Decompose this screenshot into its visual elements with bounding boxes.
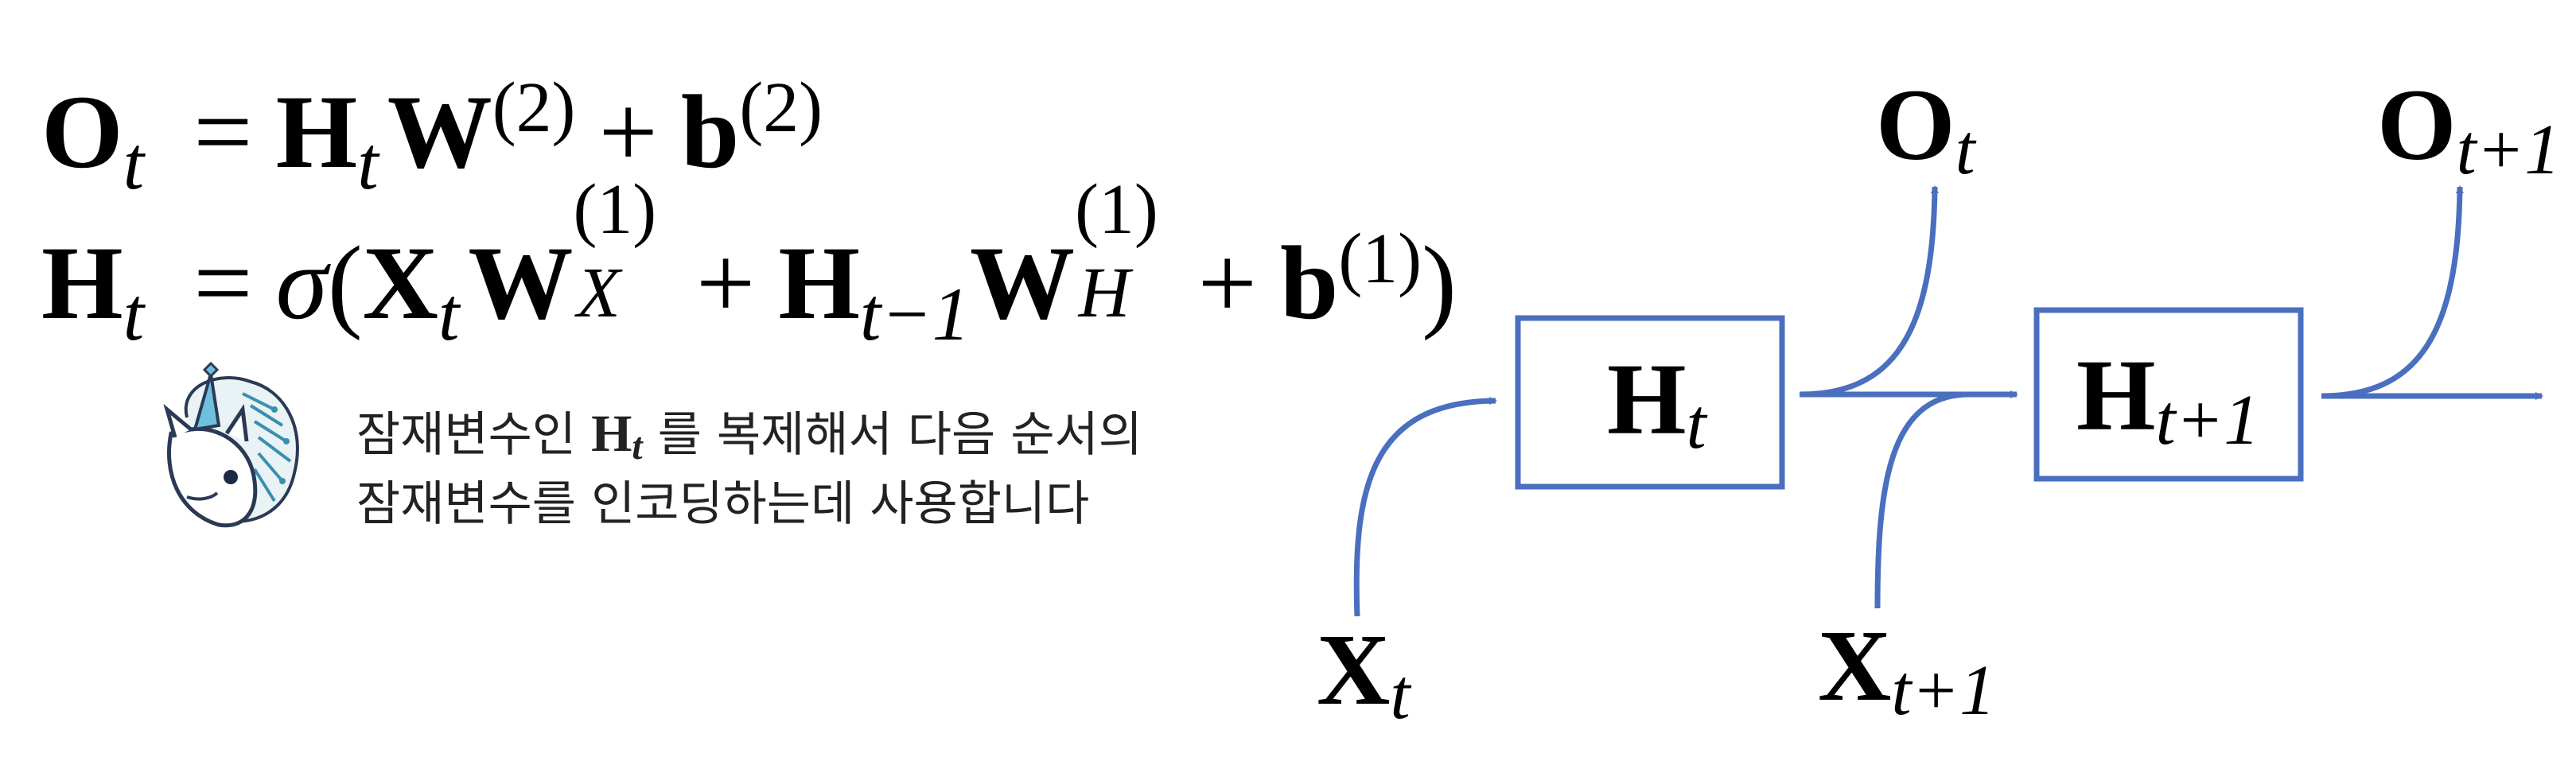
label-ht1: Ht+1 (2076, 339, 2259, 460)
eq1-term-b: b (680, 73, 740, 190)
eq2-close-paren: ) (1422, 224, 1457, 341)
eq2-term-wh-scripts: (1)H (1075, 173, 1174, 328)
note-line-1: 잠재변수인 Ht 를 복제해서 다음 순서의 (356, 402, 1142, 472)
arrow-xt1-to-ht1 (1874, 391, 1970, 609)
note-line-1-symbol: H (591, 405, 632, 463)
eq1-lhs-symbol: O (41, 73, 123, 190)
eq2-term-wh-sup: (1) (1075, 169, 1158, 249)
eq2-equals: = (193, 224, 253, 341)
eq2-term-b: b (1280, 224, 1339, 341)
label-ot1: Ot+1 (2377, 68, 2560, 189)
label-xt: Xt (1317, 613, 1411, 734)
label-ht-sub: t (1687, 385, 1708, 464)
note-line-1-symbol-wrap: Ht (591, 405, 643, 468)
label-ot-symbol: O (1876, 68, 1955, 181)
eq1-plus: + (598, 73, 658, 190)
eq1-term-b-sup: (2) (739, 68, 823, 147)
label-xt1-symbol: X (1818, 609, 1891, 722)
hidden-box-t1 (2033, 307, 2304, 482)
equation-output: Ot =Ht W(2)+b(2) (41, 72, 823, 201)
eq2-lhs-sub: t (123, 271, 145, 356)
eq1-term-h-sub: t (357, 120, 379, 205)
label-ot1-sub: t+1 (2457, 111, 2561, 189)
eq2-term-wh-sub: H (1078, 253, 1130, 332)
label-xt1: Xt+1 (1818, 609, 1995, 730)
label-ht1-symbol: H (2076, 339, 2156, 452)
label-xt-symbol: X (1317, 613, 1390, 726)
eq2-term-x-sub: t (438, 271, 460, 356)
eq2-term-wx-scripts: (1)X (573, 173, 672, 328)
label-ot1-symbol: O (2377, 68, 2457, 181)
eq2-term-wx-sub: X (576, 253, 621, 332)
label-xt1-sub: t+1 (1891, 651, 1995, 730)
eq2-term-hprev: H (778, 224, 861, 341)
eq1-term-w-sup: (2) (492, 68, 576, 147)
eq2-lhs-symbol: H (41, 224, 123, 341)
eq1-term-w: W (387, 73, 492, 190)
hidden-box-t (1515, 315, 1785, 490)
label-ht-symbol: H (1607, 343, 1687, 456)
label-ht1-sub: t+1 (2156, 381, 2260, 460)
note-line-1-sub: t (632, 426, 643, 468)
eq2-plus-2: + (1197, 224, 1257, 341)
eq1-equals: = (193, 73, 253, 190)
arrow-ht1-to-ot1 (2321, 185, 2464, 399)
note-line-2: 잠재변수를 인코딩하는데 사용합니다 (356, 476, 1090, 532)
arrow-xt-to-ht (1353, 397, 1497, 617)
eq2-term-hprev-sub: t−1 (860, 271, 971, 356)
eq1-term-h: H (275, 73, 358, 190)
label-ot: Ot (1876, 68, 1977, 189)
eq2-term-wx: W (468, 224, 574, 341)
eq2-plus-1: + (695, 224, 756, 341)
label-xt-sub: t (1390, 655, 1411, 734)
mascot-icon (163, 362, 299, 528)
eq2-open-paren: ( (327, 224, 363, 341)
eq2-term-wh: W (970, 224, 1076, 341)
arrow-ht-to-ot (1799, 185, 1939, 398)
eq2-term-wx-sup: (1) (573, 169, 657, 249)
label-ht: Ht (1607, 343, 1708, 464)
eq1-lhs-sub: t (123, 120, 145, 205)
eq2-term-b-sup: (1) (1338, 219, 1422, 298)
eq2-sigma: σ (275, 224, 328, 341)
note-line-1-after: 를 복제해서 다음 순서의 (642, 407, 1142, 463)
equation-hidden-state: Ht =σ(Xt W(1)X+Ht−1W(1)H+b(1)) (41, 173, 1457, 351)
caption-note: 잠재변수인 Ht 를 복제해서 다음 순서의 잠재변수를 인코딩하는데 사용합니… (356, 402, 1142, 537)
label-ot-sub: t (1955, 111, 1977, 189)
note-line-1-before: 잠재변수인 (356, 407, 592, 463)
eq2-term-x: X (362, 224, 439, 341)
